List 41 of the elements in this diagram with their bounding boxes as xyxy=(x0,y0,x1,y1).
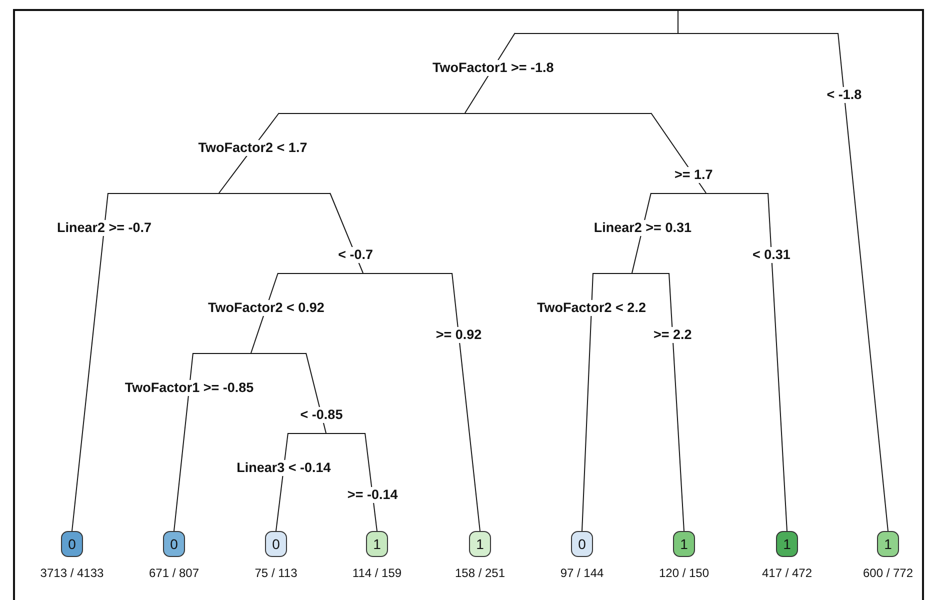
branch-line xyxy=(668,272,684,532)
edge-label: TwoFactor2 < 1.7 xyxy=(196,140,310,156)
leaf-count: 75 / 113 xyxy=(254,566,298,580)
edge-label: TwoFactor1 >= -0.85 xyxy=(122,380,256,396)
leaf-node: 0 xyxy=(265,531,287,557)
edge-label: Linear3 < -0.14 xyxy=(234,460,333,476)
leaf-count: 600 / 772 xyxy=(862,566,914,580)
leaf-node: 1 xyxy=(776,531,798,557)
branch-line xyxy=(174,352,194,532)
edge-label: >= 1.7 xyxy=(672,167,715,183)
edge-label: < -0.85 xyxy=(298,407,345,423)
leaf-node: 1 xyxy=(673,531,695,557)
edge-label: Linear2 >= 0.31 xyxy=(592,220,694,236)
leaf-node: 0 xyxy=(163,531,185,557)
edge-label: < 0.31 xyxy=(750,247,792,263)
leaf-count: 158 / 251 xyxy=(454,566,506,580)
leaf-node: 1 xyxy=(877,531,899,557)
leaf-count: 417 / 472 xyxy=(762,566,812,580)
leaf-count: 97 / 144 xyxy=(560,566,604,580)
edge-label: >= 2.2 xyxy=(651,327,694,343)
leaf-node: 0 xyxy=(571,531,593,557)
edge-label: TwoFactor2 < 2.2 xyxy=(535,300,648,316)
edge-label: < -1.8 xyxy=(824,87,864,103)
leaf-count: 114 / 159 xyxy=(352,566,402,580)
edge-label: >= -0.14 xyxy=(345,487,400,503)
leaf-count: 671 / 807 xyxy=(148,566,200,580)
leaf-count: 3713 / 4133 xyxy=(40,566,104,580)
leaf-node: 1 xyxy=(469,531,491,557)
branch-line xyxy=(452,272,480,532)
leaf-count: 120 / 150 xyxy=(658,566,710,580)
branch-line xyxy=(72,192,108,532)
edge-label: TwoFactor2 < 0.92 xyxy=(206,300,326,316)
branch-line xyxy=(768,192,788,532)
leaf-node: 0 xyxy=(61,531,83,557)
branch-line xyxy=(582,272,594,532)
branch-line xyxy=(838,32,888,532)
edge-label: >= 0.92 xyxy=(434,327,484,343)
edge-label: < -0.7 xyxy=(336,247,376,263)
leaf-node: 1 xyxy=(366,531,388,557)
edge-label: TwoFactor1 >= -1.8 xyxy=(430,60,556,76)
edge-label: Linear2 >= -0.7 xyxy=(54,220,154,236)
